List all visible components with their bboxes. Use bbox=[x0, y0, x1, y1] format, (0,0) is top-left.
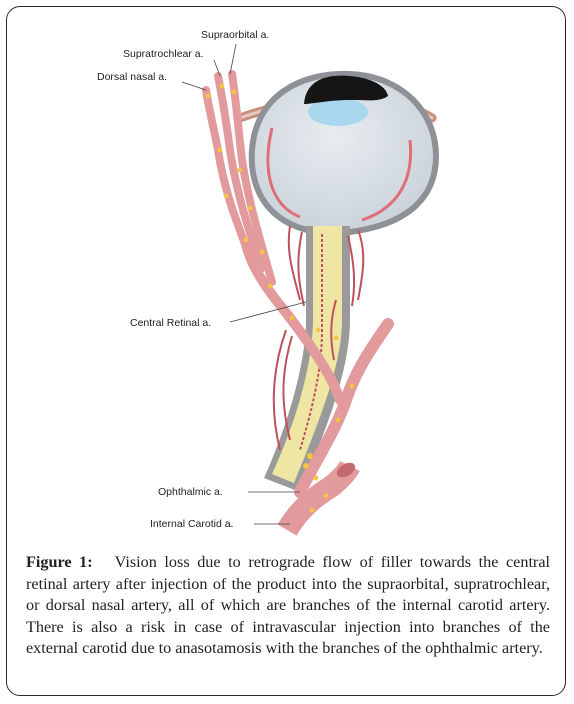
filler-dots bbox=[205, 83, 355, 513]
central-retinal-artery bbox=[299, 234, 323, 451]
ciliary-branches bbox=[272, 225, 365, 451]
caption-text: Vision loss due to retrograde flow of fi… bbox=[26, 553, 551, 658]
label-central-retinal: Central Retinal a. bbox=[130, 317, 211, 329]
label-internal-carotid: Internal Carotid a. bbox=[150, 518, 233, 530]
label-ophthalmic: Ophthalmic a. bbox=[158, 486, 223, 498]
ophthalmic-artery bbox=[241, 239, 394, 498]
leader-lines bbox=[181, 43, 307, 525]
forehead-arteries bbox=[202, 70, 276, 286]
figure-caption: Figure 1:Vision loss due to retrograde f… bbox=[26, 552, 550, 660]
label-dorsal-nasal: Dorsal nasal a. bbox=[97, 71, 167, 83]
figure-label: Figure 1: bbox=[26, 553, 93, 571]
label-supraorbital: Supraorbital a. bbox=[201, 29, 269, 41]
eyeball bbox=[248, 70, 440, 235]
label-supratrochlear: Supratrochlear a. bbox=[123, 48, 204, 60]
pupil bbox=[304, 75, 388, 104]
optic-nerve bbox=[272, 226, 342, 483]
internal-carotid-artery bbox=[277, 460, 360, 536]
cornea bbox=[308, 98, 368, 126]
